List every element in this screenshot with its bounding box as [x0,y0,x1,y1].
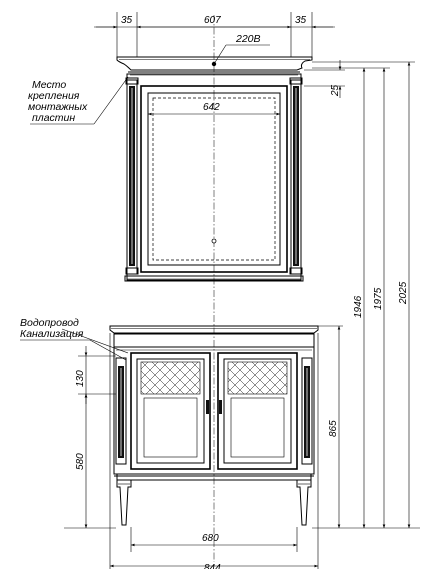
mount-label-line1: Место [32,79,66,91]
light-gap-dimension: 25 [304,60,345,98]
vanity-plinth [116,473,312,481]
height-dimensions: 1946 1975 2025 [312,61,420,529]
mount-label-line3: монтажных [28,101,88,113]
dim-inner-width: 680 [202,533,219,544]
vanity-right-door [217,352,298,470]
vanity-left-door [130,352,211,470]
vanity-left-column [115,357,127,465]
mirror-left-column [125,77,139,275]
vanity-right-leg [296,479,312,526]
dim-mirror-width: 642 [203,102,220,113]
bottom-dimensions: 680 844 [109,333,319,569]
vanity-height-dimension: 865 [318,325,343,528]
mirror-width-dimension: 642 [148,102,280,116]
mirror-base [124,275,304,282]
vanity-unit [109,325,319,526]
power-socket-icon [211,61,217,67]
mount-label-line4: пластин [32,112,75,124]
mount-label-line2: крепления [28,90,80,102]
plumbing-callout: Водопровод Канализация [20,317,129,361]
sewer-label: Канализация [20,328,84,340]
dim-drain-height: 580 [75,453,86,470]
dim-total-width: 844 [204,563,221,569]
dim-height-2025: 2025 [398,281,409,305]
water-label: Водопровод [20,317,79,329]
mirror-cornice [116,56,313,71]
dim-height-1975: 1975 [373,287,384,310]
dim-light-gap: 25 [330,84,341,97]
mirror-light-strip [152,97,276,261]
top-dimensions: 35 607 35 [94,12,335,57]
mirror-cabinet [116,56,313,282]
dim-pipes-height: 130 [75,370,86,387]
vanity-right-column [301,357,313,465]
dim-top-left-overhang: 35 [121,15,133,26]
mirror-frame-outer [140,85,288,273]
dim-vanity-height: 865 [328,420,339,437]
power-label: 220В [235,33,261,45]
dim-top-right-overhang: 35 [295,15,307,26]
dim-top-width: 607 [204,15,221,26]
switch-icon [211,238,217,244]
left-dimensions: 130 580 [64,346,116,529]
vanity-left-leg [116,479,132,526]
mirror-frame-inner [147,92,281,266]
dim-height-1946: 1946 [353,295,364,318]
mount-plates-callout: Место крепления монтажных пластин [28,76,129,125]
power-callout: 220В [213,33,270,65]
mirror-right-column [289,77,303,275]
